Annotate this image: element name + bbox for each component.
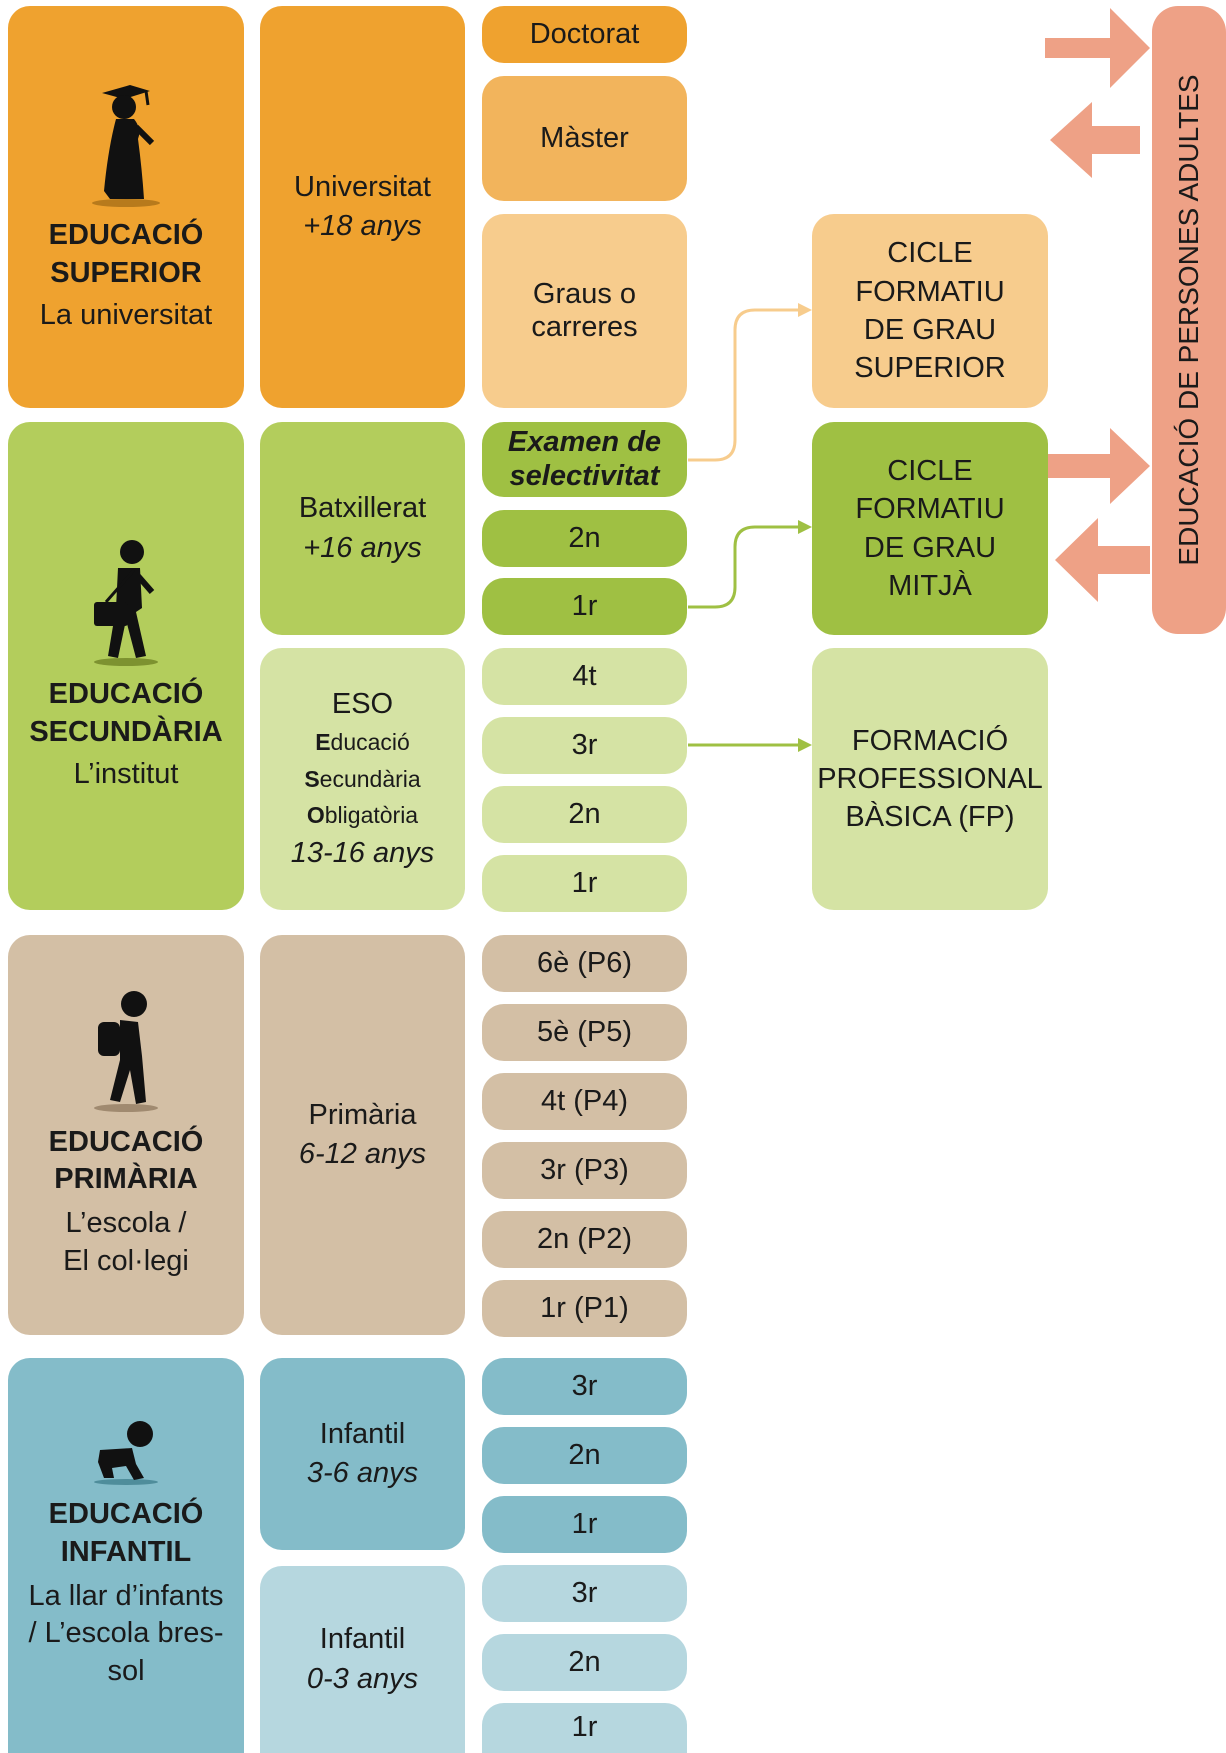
course-master: Màster bbox=[482, 76, 687, 201]
stage-infantil-title-1: EDUCACIÓ bbox=[48, 1498, 204, 1531]
level-infantil-0-3-age: 0-3 anys bbox=[306, 1662, 419, 1695]
child-with-backpack-icon bbox=[94, 990, 158, 1112]
course-infantil-3-6-2n: 2n bbox=[482, 1427, 687, 1484]
stage-superior-subtitle: La universitat bbox=[39, 298, 213, 331]
level-primaria: Primària 6-12 anys bbox=[260, 935, 465, 1335]
stage-primaria-subtitle-1: L’escola / bbox=[65, 1207, 187, 1239]
course-primaria-6: 6è (P6) bbox=[482, 935, 687, 992]
level-batxillerat-age: +16 anys bbox=[303, 531, 422, 564]
course-selectivitat-line-2: selectivitat bbox=[509, 459, 660, 492]
level-eso-name: ESO bbox=[331, 687, 394, 720]
fpb-line-1: FORMACIÓ bbox=[851, 724, 1009, 757]
stage-primaria-title-2: PRIMÀRIA bbox=[54, 1163, 198, 1196]
level-batxillerat: Batxillerat +16 anys bbox=[260, 422, 465, 635]
stage-secundaria-title-1: EDUCACIÓ bbox=[48, 678, 204, 711]
level-eso-line-2: Secundària bbox=[304, 765, 421, 792]
course-primaria-4: 4t (P4) bbox=[482, 1073, 687, 1130]
course-primaria-2: 2n (P2) bbox=[482, 1211, 687, 1268]
stage-superior-title-1: EDUCACIÓ bbox=[48, 219, 204, 252]
educacio-persones-adultes-label: EDUCACIÓ DE PERSONES ADULTES bbox=[1173, 74, 1204, 566]
course-primaria-3: 3r (P3) bbox=[482, 1142, 687, 1199]
stage-primaria-subtitle-2: El col·legi bbox=[63, 1244, 189, 1277]
stage-infantil: EDUCACIÓ INFANTIL La llar d’infants / L’… bbox=[8, 1358, 244, 1753]
level-eso-age: 13-16 anys bbox=[290, 837, 435, 870]
cicle-grau-mitja: CICLE FORMATIU DE GRAU MITJÀ bbox=[812, 422, 1048, 635]
fpb-line-3: BÀSICA (FP) bbox=[845, 801, 1015, 834]
level-infantil-0-3: Infantil 0-3 anys bbox=[260, 1566, 465, 1753]
level-universitat-name: Universitat bbox=[294, 170, 431, 203]
course-primaria-5: 5è (P5) bbox=[482, 1004, 687, 1061]
stage-infantil-subtitle-1: La llar d’infants bbox=[28, 1579, 224, 1612]
course-doctorat: Doctorat bbox=[482, 6, 687, 63]
level-primaria-age: 6-12 anys bbox=[298, 1138, 427, 1170]
course-graus-line-2: carreres bbox=[531, 311, 638, 343]
arrowhead-fpb bbox=[798, 738, 812, 752]
stage-infantil-title-2: INFANTIL bbox=[60, 1535, 192, 1568]
course-batx-1r: 1r bbox=[482, 578, 687, 635]
level-eso-line-3: Obligatòria bbox=[306, 802, 419, 829]
level-infantil-3-6-age: 3-6 anys bbox=[306, 1457, 419, 1489]
fpb-line-2: PROFESSIONAL bbox=[817, 762, 1043, 795]
course-primaria-1: 1r (P1) bbox=[482, 1280, 687, 1337]
level-infantil-3-6: Infantil 3-6 anys bbox=[260, 1358, 465, 1550]
course-eso-2n: 2n bbox=[482, 786, 687, 843]
cicle-grau-mitja-line-3: DE GRAU bbox=[863, 531, 997, 564]
course-selectivitat-line-1: Examen de bbox=[507, 426, 662, 459]
level-infantil-0-3-name: Infantil bbox=[319, 1623, 406, 1656]
cicle-grau-superior-line-3: DE GRAU bbox=[863, 314, 997, 346]
cicle-grau-mitja-line-1: CICLE bbox=[887, 454, 973, 487]
big-arrow-in-top bbox=[1045, 8, 1150, 88]
stage-infantil-subtitle-3: sol bbox=[107, 1655, 145, 1688]
connector-selectivitat-cfgs bbox=[688, 308, 800, 462]
course-eso-3r: 3r bbox=[482, 717, 687, 774]
course-graus-line-1: Graus o bbox=[532, 277, 637, 310]
level-infantil-3-6-name: Infantil bbox=[319, 1417, 406, 1450]
arrowhead-cfgm bbox=[798, 520, 812, 534]
course-infantil-0-3-3r: 3r bbox=[482, 1565, 687, 1622]
level-universitat-age: +18 anys bbox=[303, 210, 422, 242]
level-eso-line-1: Educació bbox=[315, 728, 410, 755]
stage-infantil-subtitle-2: / L’escola bres- bbox=[28, 1617, 224, 1650]
stage-secundaria-title-2: SECUNDÀRIA bbox=[29, 716, 223, 749]
stage-superior: EDUCACIÓ SUPERIOR La universitat bbox=[8, 6, 244, 408]
graduate-icon bbox=[92, 85, 160, 208]
course-graus: Graus o carreres bbox=[482, 214, 687, 408]
connector-batx-cfgm bbox=[688, 525, 800, 609]
big-arrow-out-top bbox=[1050, 102, 1140, 178]
big-arrow-out-mid bbox=[1055, 518, 1150, 602]
cicle-grau-superior-line-4: SUPERIOR bbox=[854, 352, 1006, 385]
course-infantil-0-3-1r: 1r bbox=[482, 1703, 687, 1753]
level-primaria-name: Primària bbox=[308, 1098, 417, 1131]
course-eso-1r: 1r bbox=[482, 855, 687, 912]
level-eso: ESO Educació Secundària Obligatòria 13-1… bbox=[260, 648, 465, 910]
course-batx-2n: 2n bbox=[482, 510, 687, 567]
course-infantil-3-6-3r: 3r bbox=[482, 1358, 687, 1415]
level-universitat: Universitat +18 anys bbox=[260, 6, 465, 408]
course-eso-4t: 4t bbox=[482, 648, 687, 705]
cicle-grau-mitja-line-2: FORMATIU bbox=[855, 493, 1005, 526]
stage-secundaria-subtitle: L’institut bbox=[73, 757, 179, 790]
cicle-grau-mitja-line-4: MITJÀ bbox=[888, 569, 972, 602]
stage-secundaria: EDUCACIÓ SECUNDÀRIA L’institut bbox=[8, 422, 244, 910]
course-infantil-0-3-2n: 2n bbox=[482, 1634, 687, 1691]
formacio-professional-basica: FORMACIÓ PROFESSIONAL BÀSICA (FP) bbox=[812, 648, 1048, 910]
cicle-grau-superior: CICLE FORMATIU DE GRAU SUPERIOR bbox=[812, 214, 1048, 408]
big-arrow-in-mid bbox=[1048, 428, 1150, 504]
course-selectivitat: Examen de selectivitat bbox=[482, 422, 687, 497]
crawling-baby-icon bbox=[94, 1421, 158, 1486]
stage-primaria-title-1: EDUCACIÓ bbox=[48, 1125, 204, 1158]
cicle-grau-superior-line-2: FORMATIU bbox=[855, 275, 1005, 308]
arrowhead-cfgs bbox=[798, 303, 812, 317]
student-with-bag-icon bbox=[94, 540, 158, 667]
stage-primaria: EDUCACIÓ PRIMÀRIA L’escola / El col·legi bbox=[8, 935, 244, 1335]
stage-superior-title-2: SUPERIOR bbox=[50, 257, 202, 290]
cicle-grau-superior-line-1: CICLE bbox=[887, 237, 973, 270]
course-infantil-3-6-1r: 1r bbox=[482, 1496, 687, 1553]
level-batxillerat-name: Batxillerat bbox=[298, 492, 427, 525]
educacio-persones-adultes: EDUCACIÓ DE PERSONES ADULTES bbox=[1152, 6, 1226, 634]
